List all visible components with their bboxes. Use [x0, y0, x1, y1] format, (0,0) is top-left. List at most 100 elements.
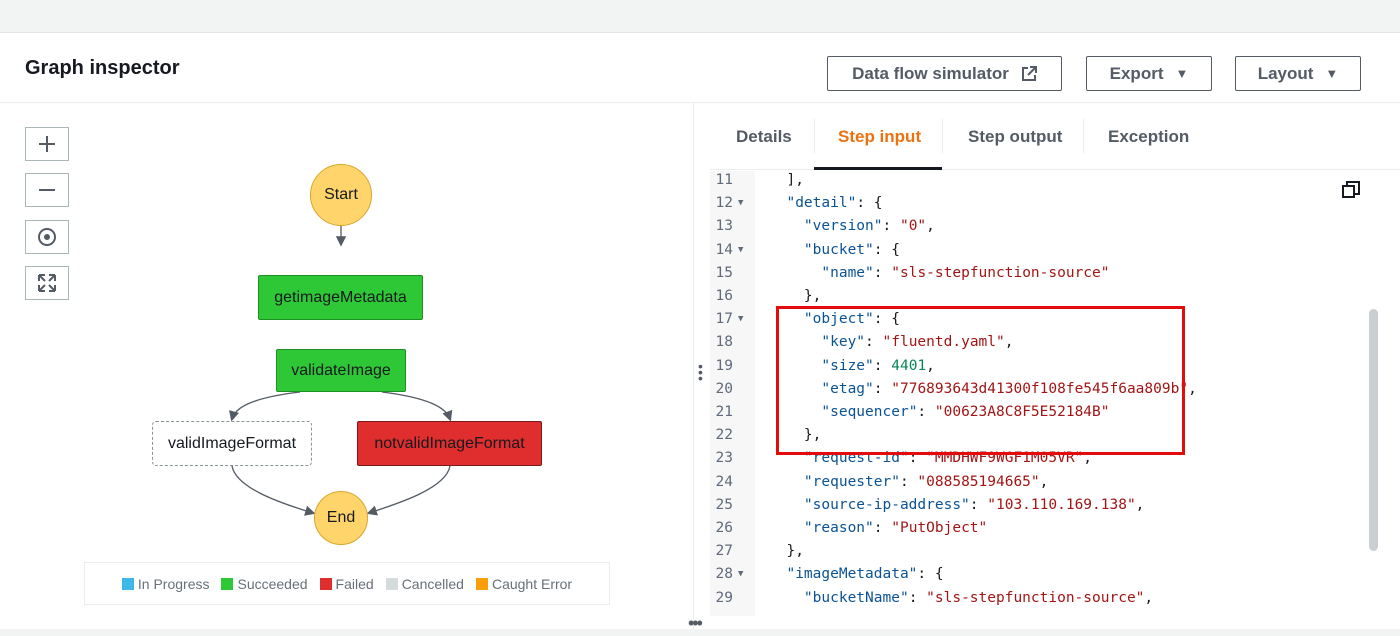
code-text: "source-ip-address": "103.110.169.138",	[803, 496, 1145, 513]
code-text: "object": {	[803, 311, 900, 328]
tab-step-output[interactable]: Step output	[968, 127, 1063, 146]
legend-item: In Progress	[121, 575, 210, 592]
vertical-resize-handle[interactable]: •••	[698, 358, 703, 386]
line-number: 16	[715, 288, 733, 304]
line-number: 14	[715, 241, 733, 258]
line-number: 13	[715, 218, 733, 235]
legend-swatch	[319, 577, 332, 590]
legend-label: Failed	[335, 575, 374, 592]
code-text: "name": "sls-stepfunction-source"	[821, 264, 1110, 281]
legend-label: In Progress	[137, 575, 210, 592]
code-text: "size": 4401,	[821, 357, 935, 374]
code-text: "key": "fluentd.yaml",	[821, 334, 1014, 351]
graph-node-getimagemetadata[interactable]: getimageMetadata	[258, 275, 423, 320]
editor-scrollbar[interactable]	[1369, 309, 1378, 551]
zoom-out-icon	[39, 189, 55, 191]
tab-divider	[942, 119, 943, 153]
line-number: 22	[715, 427, 733, 444]
fit-icon	[38, 274, 56, 292]
legend-item: Caught Error	[475, 575, 573, 592]
legend-swatch	[385, 577, 398, 590]
detail-tabs: Details Step input Step output Exception	[710, 103, 1400, 170]
edge-notvalid-end	[366, 465, 451, 516]
fit-to-screen-button[interactable]	[25, 266, 69, 300]
code-text: "bucketName": "sls-stepfunction-source",	[803, 589, 1154, 606]
legend-label: Succeeded	[237, 575, 308, 592]
export-button[interactable]: Export ▼	[1086, 56, 1212, 91]
edge-valid-end	[231, 465, 316, 516]
tab-divider	[1083, 119, 1084, 153]
code-text: },	[769, 427, 822, 444]
code-text: },	[769, 543, 804, 560]
legend-item: Failed	[319, 575, 374, 592]
json-code-editor[interactable]: 11 ], 12 ▼ "detail": { 13 "version": "0", 14…	[710, 171, 1400, 616]
legend-label: Cancelled	[401, 575, 464, 592]
panel-title: Graph inspector	[25, 57, 180, 79]
code-text: "request-id": "MMDHWF9WGF1M05VR",	[803, 450, 1093, 467]
export-label: Export	[1109, 63, 1164, 83]
line-number: 21	[715, 404, 733, 420]
copy-icon[interactable]	[1342, 181, 1360, 204]
legend-label: Caught Error	[491, 575, 573, 592]
code-text: "requester": "088585194665",	[803, 473, 1049, 490]
line-number: 18	[715, 334, 733, 351]
edge-validate-valid	[229, 391, 301, 422]
line-number-gutter	[710, 171, 755, 616]
graph-edges	[229, 226, 453, 516]
code-text: "detail": {	[786, 195, 883, 212]
code-text: "etag": "776893643d41300f108fe545f6aa809…	[821, 380, 1197, 397]
panel-header: Graph inspector Data flow simulator Expo…	[0, 33, 1400, 103]
line-number: 27	[715, 543, 733, 560]
graph-node-validimageformat[interactable]: validImageFormat	[152, 421, 312, 466]
tab-details[interactable]: Details	[736, 127, 792, 146]
fold-toggle-icon[interactable]: ▼	[738, 244, 744, 255]
code-text: "sequencer": "00623A8C8F5E52184B"	[821, 404, 1110, 420]
graph-node-notvalidimageformat[interactable]: notvalidImageFormat	[357, 421, 542, 466]
fold-toggle-icon[interactable]: ▼	[738, 314, 744, 325]
graph-node-validateimage[interactable]: validateImage	[276, 349, 406, 392]
zoom-out-button[interactable]	[25, 173, 69, 207]
line-number: 17	[715, 311, 733, 328]
tab-step-input[interactable]: Step input	[838, 127, 922, 146]
layout-button[interactable]: Layout ▼	[1235, 56, 1361, 91]
line-number: 15	[715, 264, 733, 281]
line-number: 29	[715, 589, 733, 606]
layout-label: Layout	[1257, 63, 1314, 83]
status-legend: In Progress Succeeded Failed Cancelled C…	[84, 562, 610, 605]
code-text: "bucket": {	[803, 241, 900, 258]
caret-down-icon: ▼	[1325, 66, 1339, 81]
fold-toggle-icon[interactable]: ▼	[738, 198, 744, 209]
fold-toggle-icon[interactable]: ▼	[738, 569, 744, 580]
graph-view[interactable]: Start getimageMetadata validateImage val…	[0, 103, 694, 630]
line-number: 25	[715, 496, 733, 513]
graph-inspector-panel: Graph inspector Data flow simulator Expo…	[0, 32, 1400, 630]
line-number: 24	[715, 473, 733, 490]
caret-down-icon: ▼	[1175, 66, 1189, 81]
horizontal-resize-handle[interactable]: •••	[688, 613, 703, 633]
legend-swatch	[221, 577, 234, 590]
external-link-icon	[1021, 65, 1037, 81]
zoom-in-button[interactable]	[25, 127, 69, 161]
data-flow-simulator-button[interactable]: Data flow simulator	[827, 56, 1062, 91]
code-text: "version": "0",	[803, 218, 935, 235]
line-number: 19	[715, 357, 733, 374]
graph-node-end[interactable]: End	[314, 491, 368, 545]
graph-node-start[interactable]: Start	[310, 164, 372, 226]
legend-item: Cancelled	[385, 575, 464, 592]
code-text: ],	[769, 172, 804, 188]
legend-swatch	[121, 577, 134, 590]
legend-item: Succeeded	[221, 575, 308, 592]
line-number: 11	[715, 172, 733, 188]
line-number: 26	[715, 520, 733, 536]
edge-validate-notvalid	[381, 391, 453, 422]
line-number: 20	[715, 380, 733, 397]
code-text: "imageMetadata": {	[786, 566, 944, 583]
line-number: 12	[715, 195, 733, 212]
center-button[interactable]	[25, 220, 69, 254]
data-flow-simulator-label: Data flow simulator	[852, 63, 1009, 83]
line-number: 23	[715, 450, 733, 467]
tab-exception[interactable]: Exception	[1108, 127, 1190, 146]
line-number: 28	[715, 566, 733, 583]
code-text: },	[769, 288, 822, 304]
active-tab-indicator	[814, 167, 942, 170]
